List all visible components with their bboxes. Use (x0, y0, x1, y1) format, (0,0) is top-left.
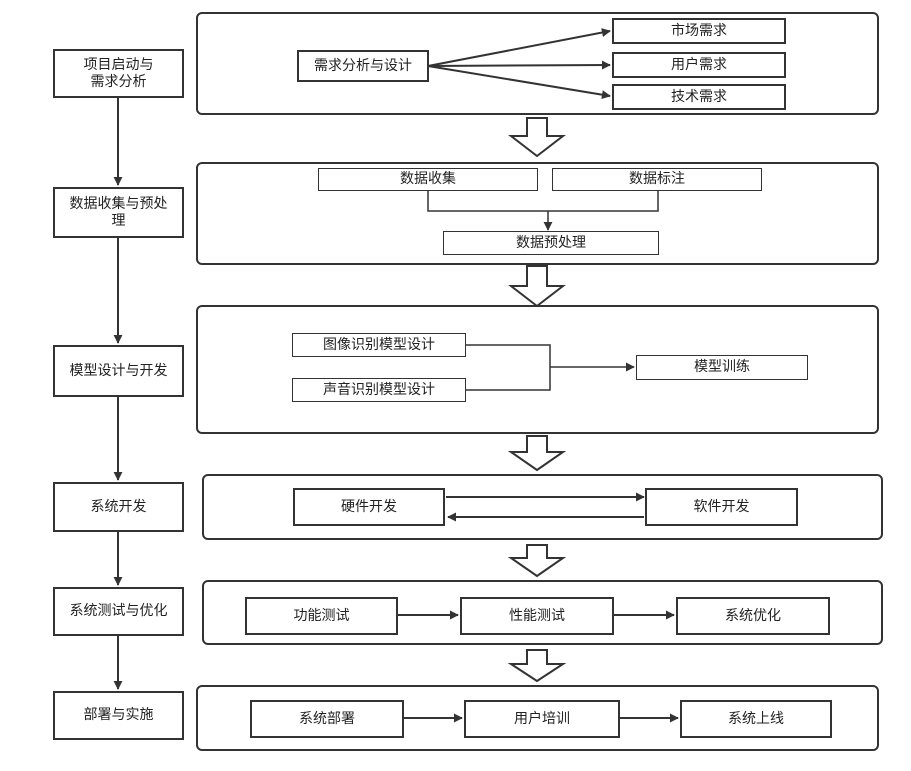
stage-label: 项目启动与 需求分析 (83, 56, 154, 90)
stage-box-model: 模型设计与开发 (53, 345, 184, 397)
panel-transition-arrow (507, 544, 567, 578)
stage-label: 部署与实施 (83, 707, 154, 723)
panel-system-dev (202, 474, 883, 540)
node-system-launch: 系统上线 (680, 700, 832, 738)
node-market-needs: 市场需求 (612, 18, 786, 44)
panel-data (196, 162, 879, 265)
flow-arrow (427, 60, 611, 70)
node-data-collection: 数据收集 (318, 168, 538, 191)
node-label: 技术需求 (671, 88, 727, 105)
panel-transition-arrow (508, 117, 566, 158)
node-system-optimize: 系统优化 (676, 597, 830, 635)
node-label: 数据收集 (400, 171, 456, 187)
node-model-training: 模型训练 (636, 355, 808, 380)
stage-label: 数据收集与预处 理 (69, 195, 168, 229)
node-label: 声音识别模型设计 (323, 381, 435, 398)
node-data-annotation: 数据标注 (552, 168, 762, 191)
node-label: 数据预处理 (516, 234, 586, 251)
node-label: 系统上线 (728, 710, 784, 727)
flow-arrow (427, 65, 611, 100)
node-label: 需求分析与设计 (314, 57, 412, 74)
node-function-test: 功能测试 (245, 597, 398, 635)
flow-arrow (427, 28, 611, 67)
stage-box-data: 数据收集与预处 理 (53, 187, 184, 238)
stage-box-deploy: 部署与实施 (53, 691, 184, 740)
node-system-deploy: 系统部署 (250, 700, 404, 738)
panel-requirements (196, 12, 879, 115)
node-label: 硬件开发 (341, 498, 397, 515)
node-hardware-dev: 硬件开发 (293, 488, 445, 526)
node-label: 用户培训 (514, 710, 570, 727)
panel-deploy (196, 685, 879, 751)
node-label: 用户需求 (671, 56, 727, 73)
node-audio-model: 声音识别模型设计 (292, 378, 466, 402)
node-label: 模型训练 (694, 359, 750, 375)
node-label: 市场需求 (671, 22, 727, 39)
node-tech-needs: 技术需求 (612, 84, 786, 110)
panel-transition-arrow (508, 265, 566, 308)
node-label: 数据标注 (629, 171, 685, 187)
node-user-training: 用户培训 (464, 700, 620, 738)
panel-transition-arrow (507, 649, 567, 683)
node-label: 功能测试 (293, 607, 350, 624)
node-software-dev: 软件开发 (645, 488, 798, 526)
node-requirement-design: 需求分析与设计 (297, 50, 429, 82)
node-label: 系统优化 (725, 607, 781, 624)
node-data-preprocess: 数据预处理 (443, 231, 659, 255)
node-user-needs: 用户需求 (612, 52, 786, 78)
panel-testing (202, 580, 883, 645)
stage-label: 系统测试与优化 (69, 603, 168, 619)
stage-label: 模型设计与开发 (69, 362, 168, 379)
panel-model (196, 305, 879, 434)
panel-transition-arrow (507, 435, 567, 472)
stage-label: 系统开发 (90, 498, 147, 515)
stage-box-system-dev: 系统开发 (53, 482, 184, 532)
stage-box-requirements: 项目启动与 需求分析 (53, 49, 184, 98)
node-label: 图像识别模型设计 (323, 336, 435, 353)
node-label: 软件开发 (693, 498, 750, 515)
node-image-model: 图像识别模型设计 (292, 333, 466, 357)
node-performance-test: 性能测试 (460, 597, 614, 635)
node-label: 性能测试 (509, 607, 565, 624)
node-label: 系统部署 (299, 710, 355, 727)
merge-connector (427, 190, 659, 212)
stage-box-testing: 系统测试与优化 (53, 587, 184, 636)
